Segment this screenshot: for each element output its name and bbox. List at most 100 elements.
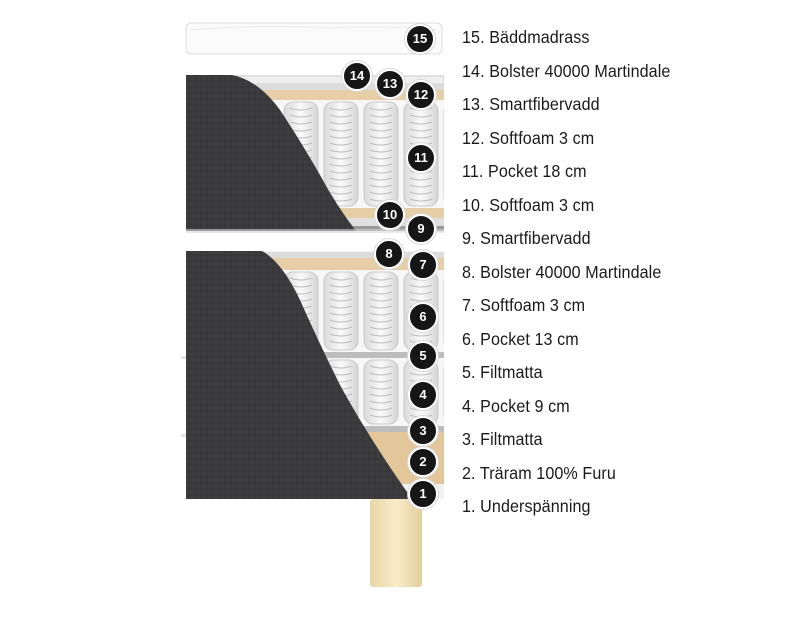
pocket-18-coil bbox=[409, 107, 433, 111]
layer-badge-10: 10 bbox=[375, 200, 405, 230]
pocket-18-coil bbox=[369, 198, 393, 202]
legend-item-8: 8. Bolster 40000 Martindale bbox=[462, 261, 662, 282]
pocket-13-coil bbox=[369, 340, 393, 344]
pocket-13-coil bbox=[409, 333, 433, 337]
pocket-18-coil bbox=[409, 121, 433, 125]
pocket-13-coil bbox=[369, 305, 393, 309]
pocket-18-coil bbox=[329, 177, 353, 181]
legend-item-6: 6. Pocket 13 cm bbox=[462, 328, 579, 349]
pocket-13-coil bbox=[409, 298, 433, 302]
pocket-13-coil bbox=[329, 291, 353, 295]
legend-item-10: 10. Softfoam 3 cm bbox=[462, 194, 595, 215]
pocket-18-coil bbox=[289, 107, 313, 111]
layer-badge-7: 7 bbox=[408, 250, 438, 280]
layer-badge-8: 8 bbox=[374, 239, 404, 269]
legend-item-11: 11. Pocket 18 cm bbox=[462, 161, 587, 181]
pocket-18-coil bbox=[329, 135, 353, 139]
pocket-9-coil bbox=[369, 372, 393, 376]
legend-item-13: 13. Smartfibervadd bbox=[462, 94, 600, 114]
layer-badge-13: 13 bbox=[375, 69, 405, 99]
legend-item-5: 5. Filtmatta bbox=[462, 362, 543, 382]
pocket-13-spring-3 bbox=[323, 271, 359, 351]
pocket-18-coil bbox=[329, 163, 353, 167]
pocket-18-coil bbox=[329, 114, 353, 118]
legend-item-14: 14. Bolster 40000 Martindale bbox=[462, 60, 671, 81]
pocket-13-coil bbox=[329, 312, 353, 316]
pocket-18-coil bbox=[369, 114, 393, 118]
layer-badge-2: 2 bbox=[408, 447, 438, 477]
layer-badge-12: 12 bbox=[406, 80, 436, 110]
bed-leg bbox=[370, 499, 422, 587]
pocket-9-coil bbox=[369, 400, 393, 404]
upper-mattress bbox=[186, 75, 444, 231]
pocket-18-spring-3 bbox=[323, 101, 359, 207]
pocket-18-coil bbox=[409, 128, 433, 132]
pocket-18-spring-4 bbox=[363, 101, 399, 207]
pocket-9-coil bbox=[369, 365, 393, 369]
top-mattress-layer bbox=[185, 22, 443, 55]
pocket-18-coil bbox=[329, 156, 353, 160]
pocket-18-coil bbox=[369, 107, 393, 111]
pocket-13-coil bbox=[329, 298, 353, 302]
pocket-9-coil bbox=[409, 407, 433, 411]
pocket-18-coil bbox=[369, 177, 393, 181]
pocket-13-coil bbox=[329, 326, 353, 330]
pocket-9-coil bbox=[329, 365, 353, 369]
pocket-13-coil bbox=[409, 291, 433, 295]
layer-badge-5: 5 bbox=[408, 341, 438, 371]
pocket-18-coil bbox=[369, 149, 393, 153]
pocket-13-coil bbox=[329, 319, 353, 323]
pocket-9-coil bbox=[369, 393, 393, 397]
legend-item-12: 12. Softfoam 3 cm bbox=[462, 127, 595, 148]
layer-badge-14: 14 bbox=[342, 61, 372, 91]
layer-badge-3: 3 bbox=[408, 416, 438, 446]
pocket-18-coil bbox=[369, 121, 393, 125]
pocket-13-coil bbox=[369, 326, 393, 330]
pocket-18-coil bbox=[409, 177, 433, 181]
pocket-18-coil bbox=[289, 114, 313, 118]
pocket-9-coil bbox=[369, 386, 393, 390]
legend-item-3: 3. Filtmatta bbox=[462, 429, 543, 449]
pocket-18-coil bbox=[369, 128, 393, 132]
pocket-18-coil bbox=[369, 191, 393, 195]
layer-badge-11: 11 bbox=[406, 143, 436, 173]
pocket-18-coil bbox=[369, 142, 393, 146]
pocket-9-coil bbox=[369, 379, 393, 383]
pocket-13-spring-4 bbox=[363, 271, 399, 351]
pocket-18-coil bbox=[409, 135, 433, 139]
pocket-18-coil bbox=[409, 198, 433, 202]
legend-item-1: 1. Underspänning bbox=[462, 496, 591, 516]
layer-legend: 15. Bäddmadrass 14. Bolster 40000 Martin… bbox=[462, 24, 792, 527]
pocket-13-coil bbox=[369, 312, 393, 316]
pocket-18-coil bbox=[329, 107, 353, 111]
legend-item-4: 4. Pocket 9 cm bbox=[462, 395, 570, 416]
pocket-18-coil bbox=[329, 191, 353, 195]
legend-item-9: 9. Smartfibervadd bbox=[462, 228, 591, 248]
legend-item-15: 15. Bäddmadrass bbox=[462, 27, 590, 47]
pocket-18-coil bbox=[329, 149, 353, 153]
legend-item-7: 7. Softfoam 3 cm bbox=[462, 295, 586, 315]
pocket-18-coil bbox=[369, 170, 393, 174]
pocket-13-coil bbox=[329, 340, 353, 344]
pocket-18-coil bbox=[329, 184, 353, 188]
pocket-18-coil bbox=[369, 135, 393, 139]
pocket-13-coil bbox=[369, 333, 393, 337]
pocket-18-coil bbox=[409, 114, 433, 118]
layer-badge-4: 4 bbox=[408, 380, 438, 410]
pocket-18-coil bbox=[289, 121, 313, 125]
pocket-13-coil bbox=[369, 284, 393, 288]
pocket-13-coil bbox=[369, 277, 393, 281]
pocket-18-coil bbox=[409, 191, 433, 195]
pocket-9-coil bbox=[369, 407, 393, 411]
bed-base bbox=[186, 251, 444, 499]
pocket-13-coil bbox=[369, 291, 393, 295]
pocket-18-coil bbox=[329, 121, 353, 125]
pocket-13-coil bbox=[329, 284, 353, 288]
pocket-13-coil bbox=[329, 333, 353, 337]
pocket-18-coil bbox=[329, 128, 353, 132]
pocket-13-coil bbox=[369, 298, 393, 302]
pocket-9-coil bbox=[409, 372, 433, 376]
pocket-13-coil bbox=[329, 277, 353, 281]
